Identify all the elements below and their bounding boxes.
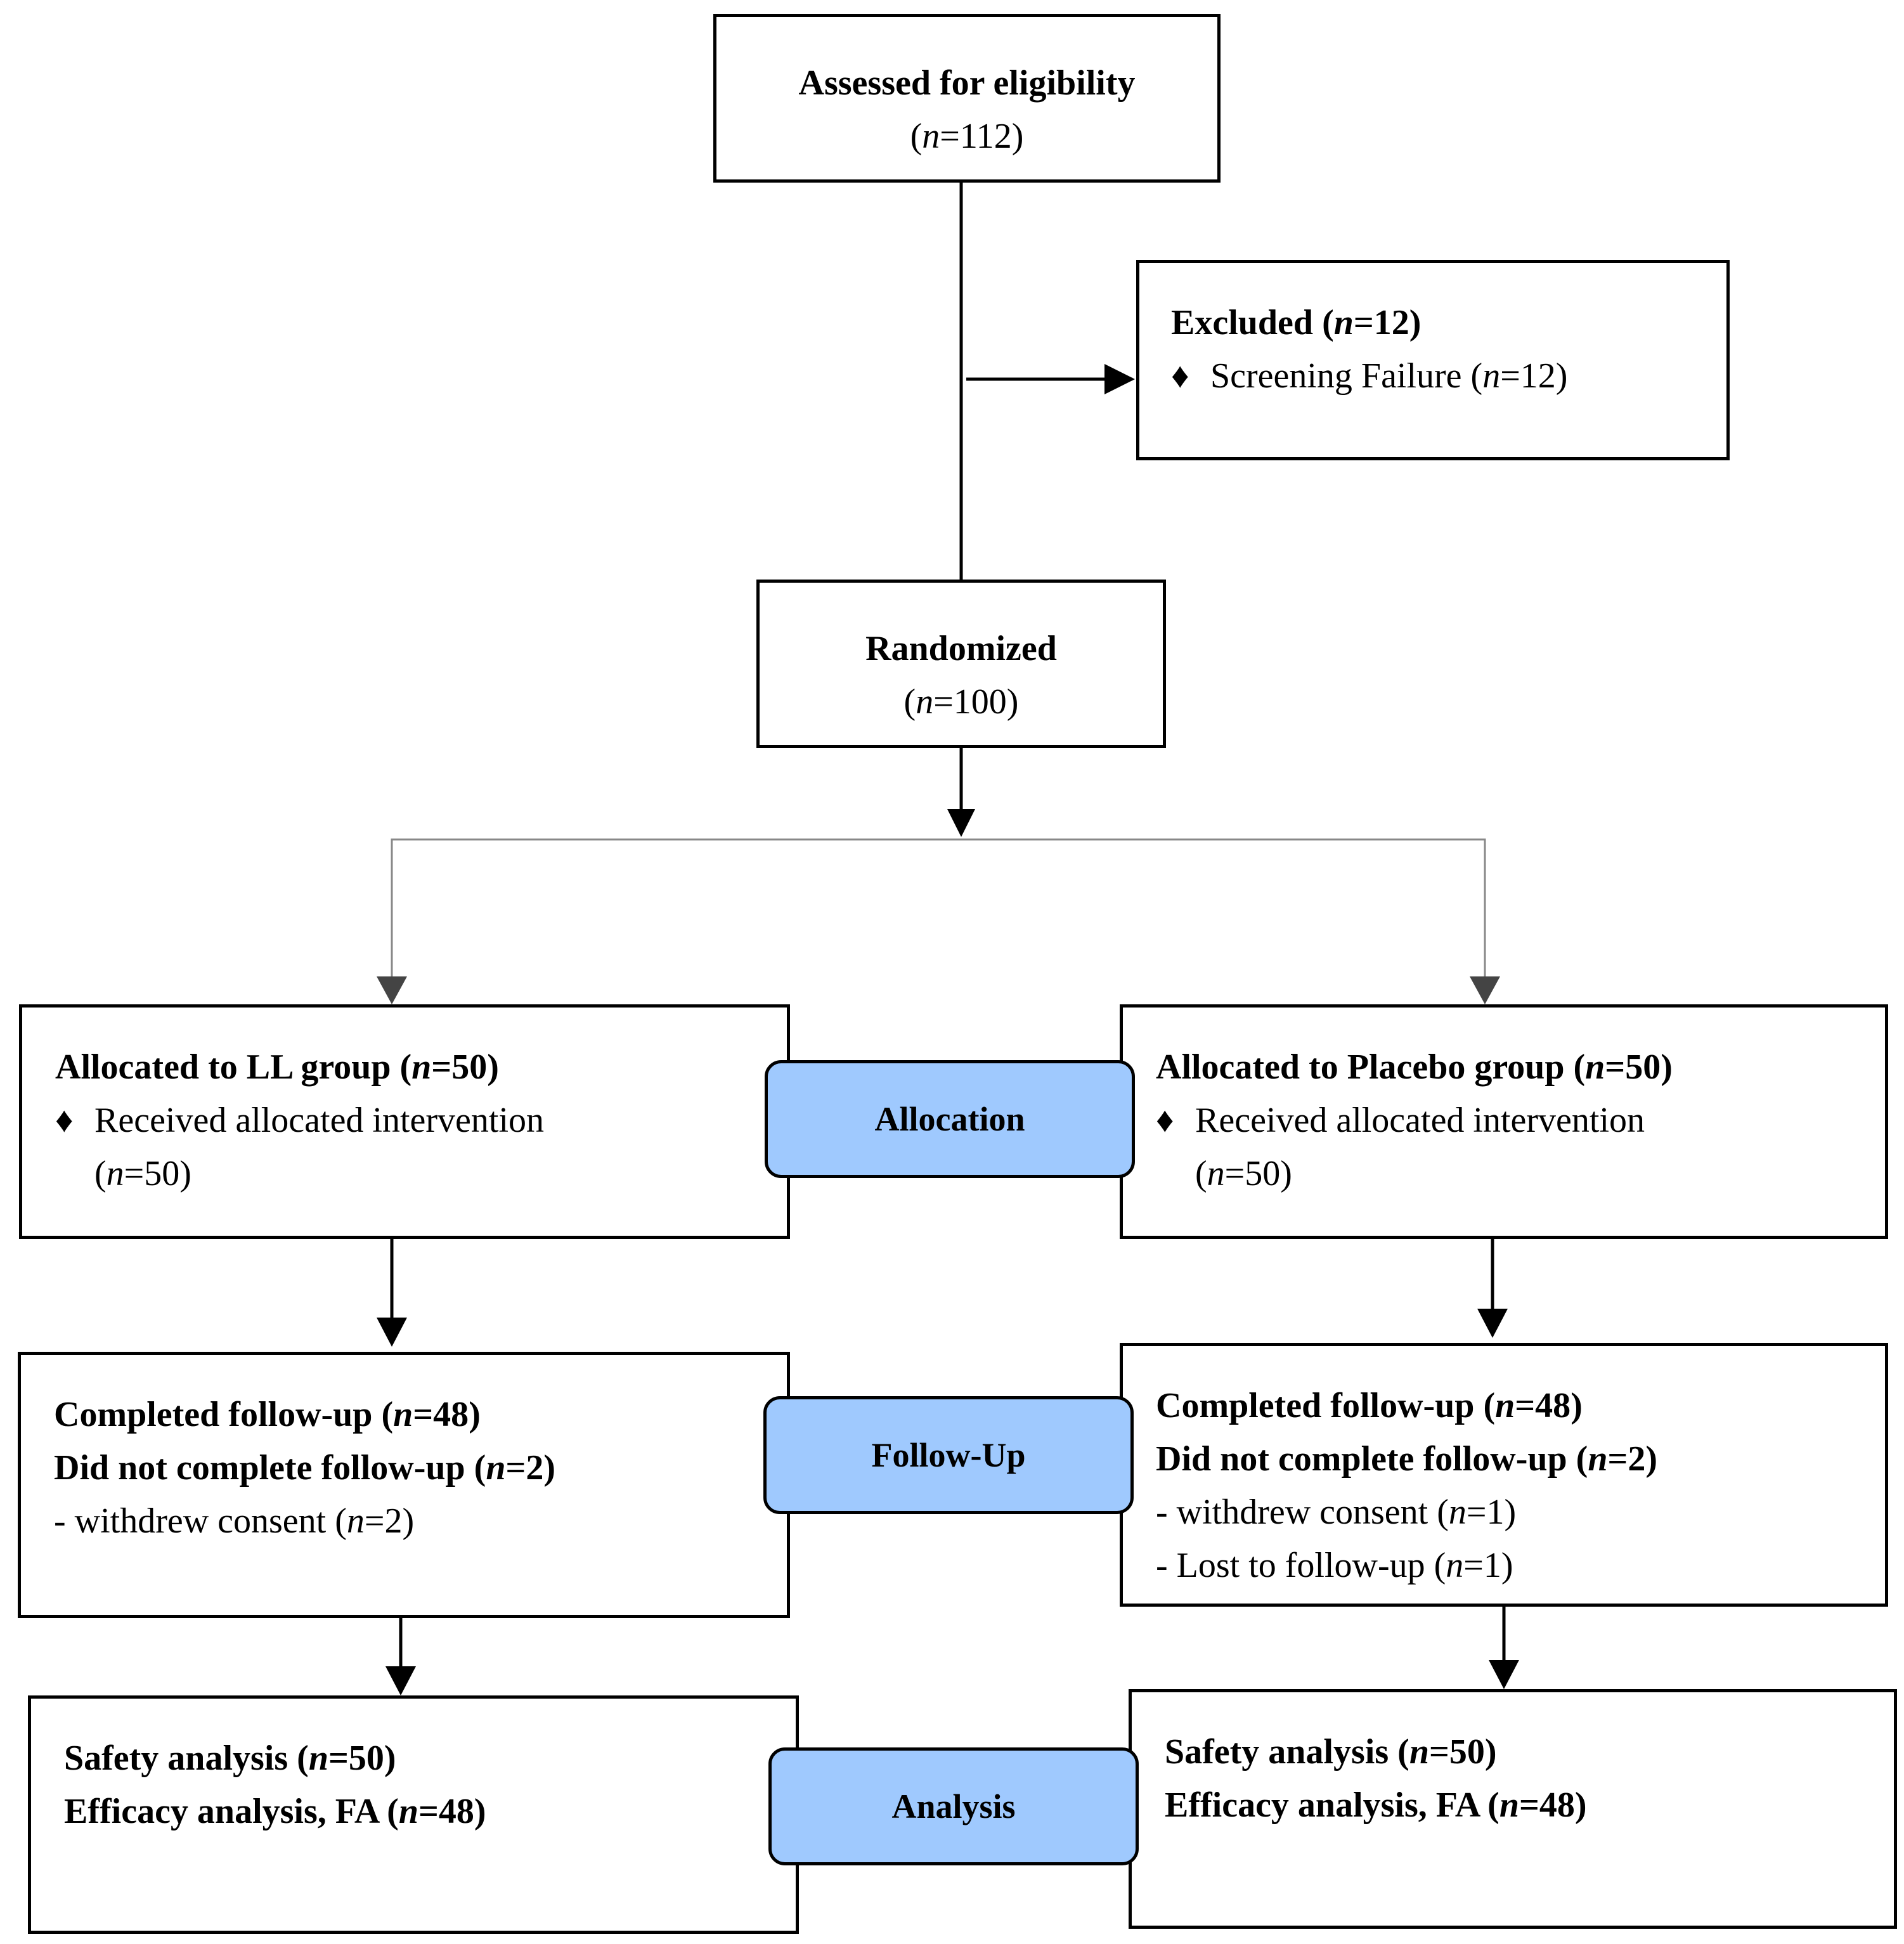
randomized-box: Randomized (n=100) — [756, 580, 1166, 748]
placebo-completed: Completed follow-up (n=48) — [1156, 1386, 1583, 1425]
placebo-lost: - Lost to follow-up (n=1) — [1156, 1546, 1513, 1585]
stage-followup: Follow-Up — [763, 1396, 1134, 1514]
placebo-efficacy: Efficacy analysis, FA (n=48) — [1165, 1785, 1587, 1825]
arrowhead-ll-allocation — [377, 976, 407, 1004]
arrowhead-ll-analysis — [385, 1666, 416, 1695]
randomized-count: (n=100) — [903, 682, 1019, 722]
diamond-bullet-icon: ♦ — [55, 1101, 74, 1140]
ll-efficacy: Efficacy analysis, FA (n=48) — [64, 1792, 486, 1831]
arrowhead-placebo-allocation — [1470, 976, 1500, 1004]
ll-analysis-box: Safety analysis (n=50) Efficacy analysis… — [28, 1695, 799, 1934]
randomized-title: Randomized — [865, 629, 1057, 668]
excluded-item: ♦Screening Failure (n=12) — [1171, 349, 1726, 403]
placebo-withdrew: - withdrew consent (n=1) — [1156, 1493, 1517, 1532]
placebo-received: ♦Received allocated intervention — [1156, 1094, 1885, 1147]
assessed-count: (n=112) — [910, 117, 1024, 156]
arrowhead-ll-followup — [377, 1318, 407, 1347]
stage-allocation: Allocation — [765, 1060, 1135, 1178]
excluded-title: Excluded (n=12) — [1171, 303, 1422, 342]
arrowhead-placebo-analysis — [1489, 1660, 1519, 1689]
ll-followup-box: Completed follow-up (n=48) Did not compl… — [18, 1352, 790, 1618]
ll-received-count: (n=50) — [94, 1154, 191, 1193]
arrowhead-placebo-followup — [1477, 1309, 1508, 1338]
diamond-bullet-icon: ♦ — [1156, 1101, 1174, 1140]
assessed-box: Assessed for eligibility (n=112) — [713, 14, 1221, 183]
ll-allocated: Allocated to LL group (n=50) — [55, 1047, 499, 1087]
placebo-allocated: Allocated to Placebo group (n=50) — [1156, 1047, 1673, 1087]
placebo-analysis-box: Safety analysis (n=50) Efficacy analysis… — [1129, 1689, 1897, 1929]
diamond-bullet-icon: ♦ — [1171, 356, 1189, 396]
placebo-followup-box: Completed follow-up (n=48) Did not compl… — [1120, 1343, 1888, 1607]
stage-analysis: Analysis — [768, 1747, 1139, 1865]
arrowhead-excluded — [1104, 364, 1135, 394]
placebo-allocation-box: Allocated to Placebo group (n=50) ♦Recei… — [1120, 1004, 1888, 1239]
ll-allocation-box: Allocated to LL group (n=50) ♦Received a… — [19, 1004, 790, 1239]
ll-received: ♦Received allocated intervention — [55, 1094, 787, 1147]
ll-safety: Safety analysis (n=50) — [64, 1739, 396, 1778]
assessed-title: Assessed for eligibility — [798, 63, 1136, 103]
split-branches — [391, 838, 1486, 1001]
placebo-not-completed: Did not complete follow-up (n=2) — [1156, 1439, 1658, 1479]
arrowhead-split — [947, 809, 975, 837]
ll-not-completed: Did not complete follow-up (n=2) — [54, 1448, 556, 1487]
placebo-safety: Safety analysis (n=50) — [1165, 1732, 1497, 1772]
excluded-box: Excluded (n=12) ♦Screening Failure (n=12… — [1136, 260, 1730, 460]
ll-completed: Completed follow-up (n=48) — [54, 1395, 481, 1434]
placebo-received-count: (n=50) — [1195, 1154, 1292, 1193]
ll-withdrew: - withdrew consent (n=2) — [54, 1501, 415, 1541]
